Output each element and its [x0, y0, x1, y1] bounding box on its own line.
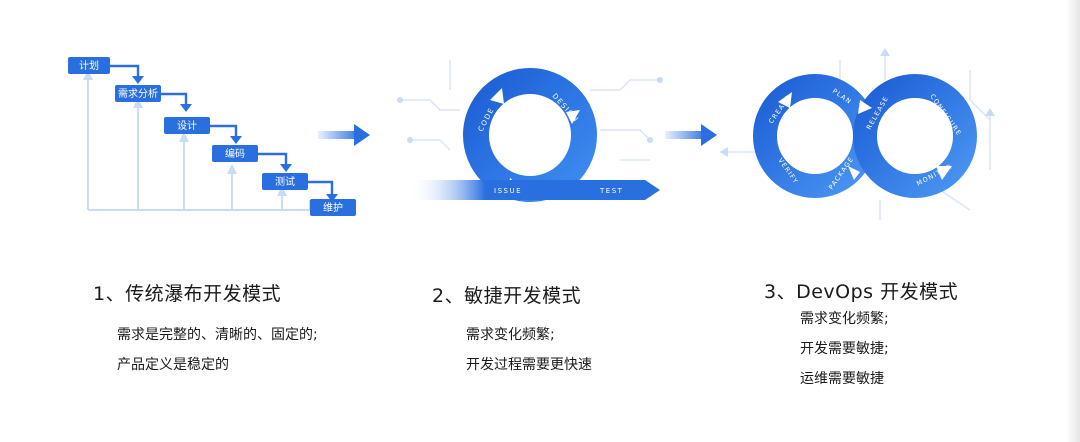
section-waterfall: 1、传统瀑布开发模式 需求是完整的、清晰的、固定的; 产品定义是稳定的 — [93, 282, 393, 380]
section-line: 需求变化频繁; — [466, 327, 555, 343]
section-line: 开发过程需要更快速 — [466, 357, 592, 373]
section-title: 2、敏捷开发模式 — [432, 285, 582, 307]
stage-testing: 测试 — [275, 175, 295, 188]
arrow-right-icon — [318, 124, 370, 146]
page-edge-shadow — [1066, 0, 1080, 442]
stage-requirements: 需求分析 — [118, 87, 158, 100]
waterfall-diagram: 计划 需求分析 设计 编码 测试 维护 — [68, 57, 356, 216]
stage-coding: 编码 — [225, 147, 245, 160]
stage-design: 设计 — [177, 119, 197, 132]
section-title: 3、DevOps 开发模式 — [764, 281, 959, 303]
section-line: 运维需要敏捷 — [800, 371, 884, 387]
section-line: 产品定义是稳定的 — [117, 357, 229, 373]
agile-cycle-diagram: CODE DESIGN ISSUE TEST — [397, 60, 663, 202]
bar-label-test: TEST — [599, 187, 623, 195]
bar-label-issue: ISSUE — [494, 187, 522, 195]
section-line: 需求是完整的、清晰的、固定的; — [117, 327, 318, 343]
stage-plan: 计划 — [79, 59, 99, 72]
stage-maintenance: 维护 — [323, 201, 343, 214]
arrow-right-icon — [665, 124, 717, 146]
devops-infinity-diagram: CREATE PLAN VERIFY PACKAGE RELEASE CONFI… — [720, 48, 995, 220]
section-line: 开发需要敏捷; — [800, 341, 889, 357]
section-agile: 2、敏捷开发模式 需求变化频繁; 开发过程需要更快速 — [432, 284, 672, 380]
section-devops: 3、DevOps 开发模式 需求变化频繁; 开发需要敏捷; 运维需要敏捷 — [764, 280, 960, 394]
section-line: 需求变化频繁; — [800, 311, 889, 327]
section-title: 1、传统瀑布开发模式 — [93, 283, 282, 305]
